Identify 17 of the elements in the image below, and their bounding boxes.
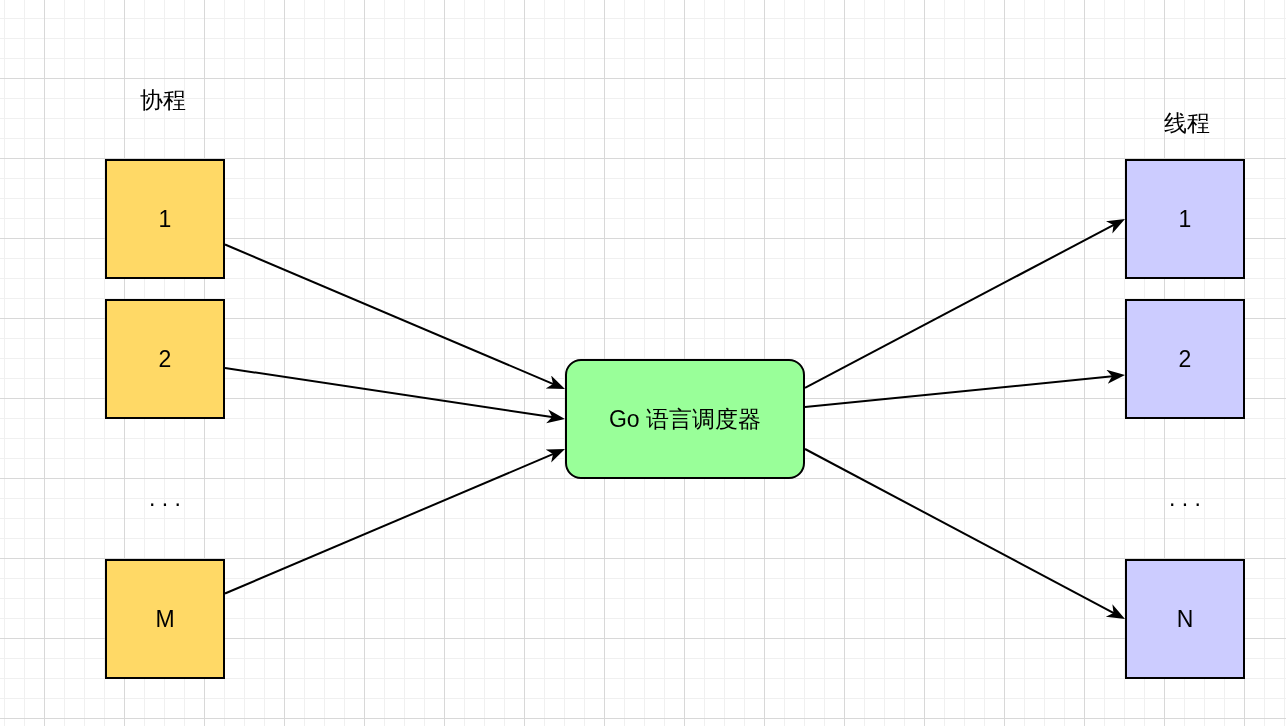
square-box: 1 (105, 159, 225, 279)
arrow (224, 243, 565, 389)
square-box: N (1125, 559, 1245, 679)
column-heading: 线程 (1164, 111, 1210, 135)
arrow (804, 219, 1125, 389)
square-box: 2 (1125, 299, 1245, 419)
square-box: 2 (105, 299, 225, 419)
arrow (224, 449, 565, 595)
square-box: 1 (1125, 159, 1245, 279)
ellipsis: . . . (149, 486, 181, 510)
arrow (804, 448, 1125, 619)
arrow (804, 369, 1125, 408)
rounded-box: Go 语言调度器 (565, 359, 805, 479)
column-heading: 协程 (140, 88, 186, 112)
square-box: M (105, 559, 225, 679)
ellipsis: . . . (1169, 486, 1201, 510)
arrow (224, 367, 565, 424)
